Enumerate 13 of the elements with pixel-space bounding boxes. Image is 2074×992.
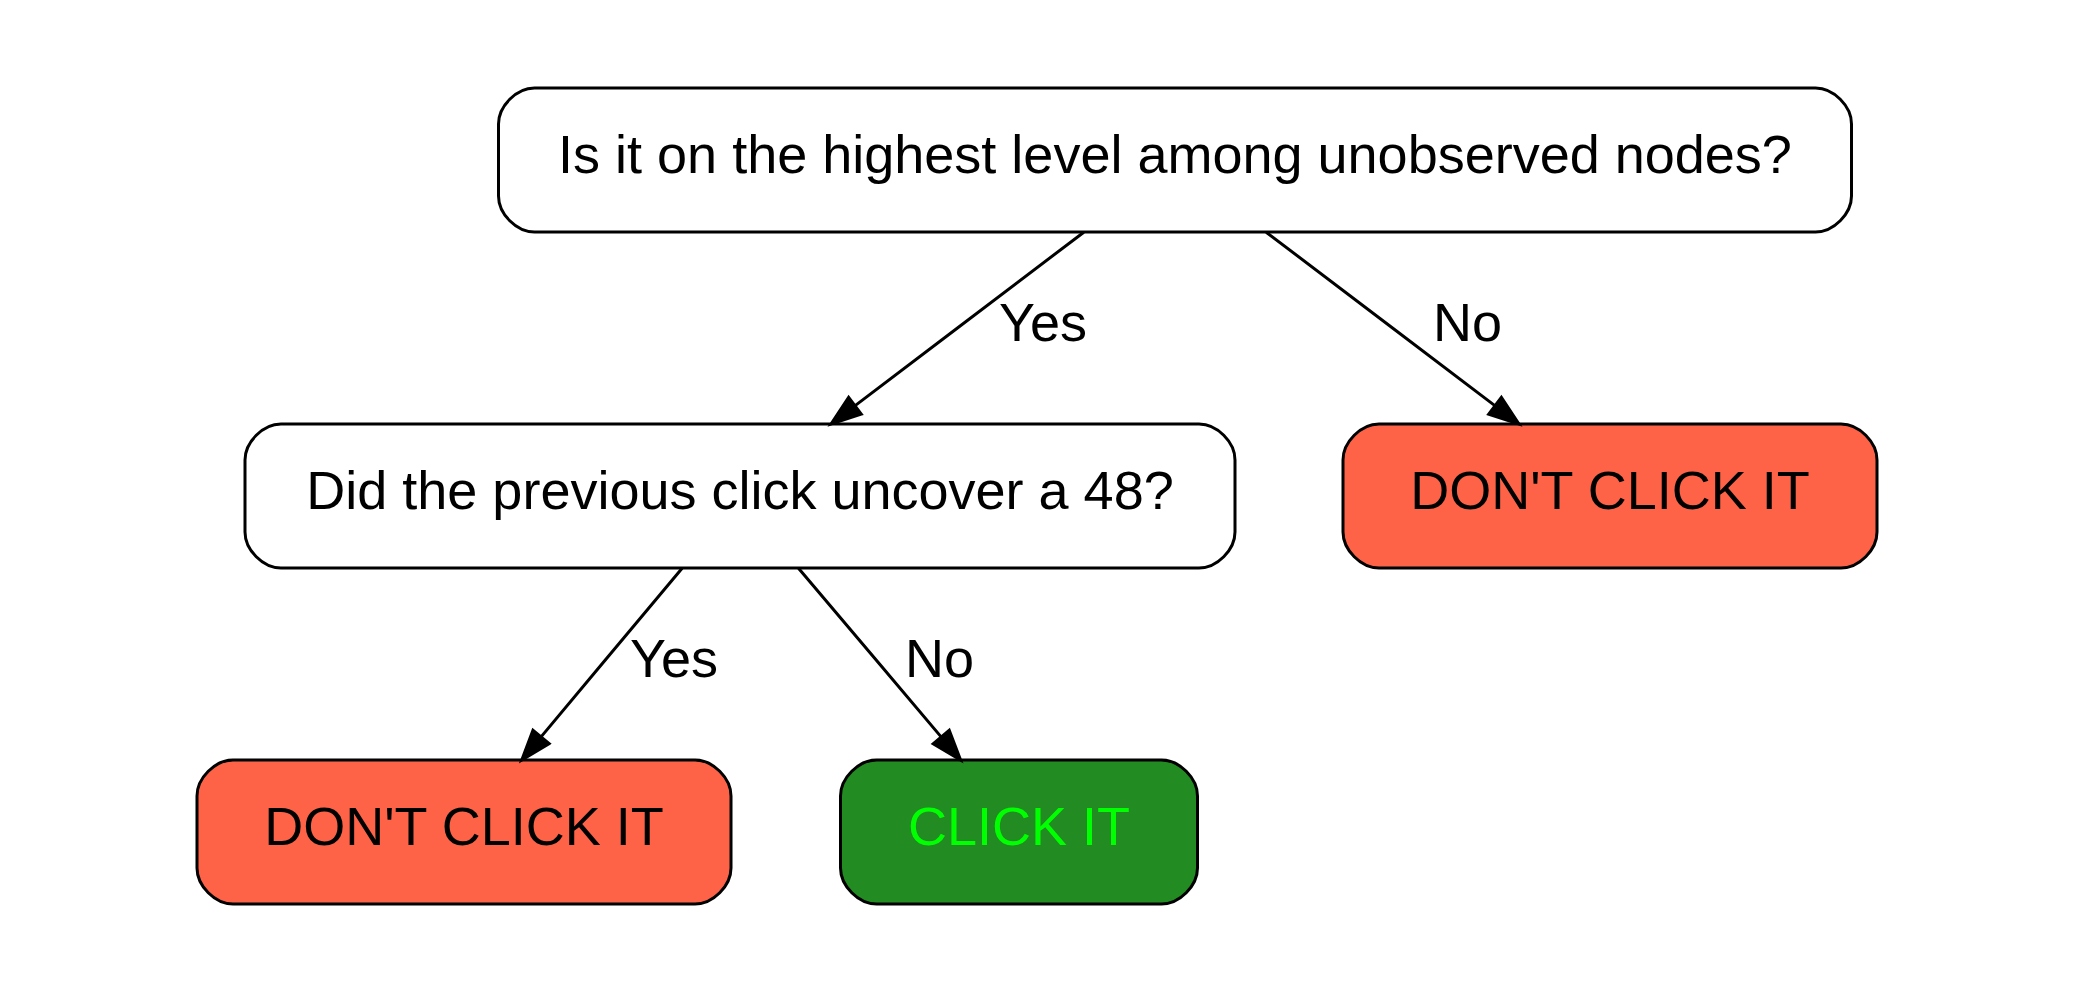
arrow	[518, 567, 684, 764]
edge-label: Yes	[629, 628, 719, 689]
arrow	[827, 231, 1085, 427]
edge-label: No	[1432, 292, 1503, 353]
arrow	[797, 567, 964, 764]
arrow	[1265, 231, 1523, 427]
node-box: DON'T CLICK IT	[1341, 422, 1879, 570]
node-box: Is it on the highest level among unobserved nodes?	[497, 86, 1853, 234]
node-box: Did the previous click uncover a 48?	[243, 422, 1237, 570]
node-box: DON'T CLICK IT	[195, 758, 733, 906]
edge-label: No	[904, 628, 975, 689]
edge-label: Yes	[998, 292, 1088, 353]
node-box: CLICK IT	[839, 758, 1199, 906]
